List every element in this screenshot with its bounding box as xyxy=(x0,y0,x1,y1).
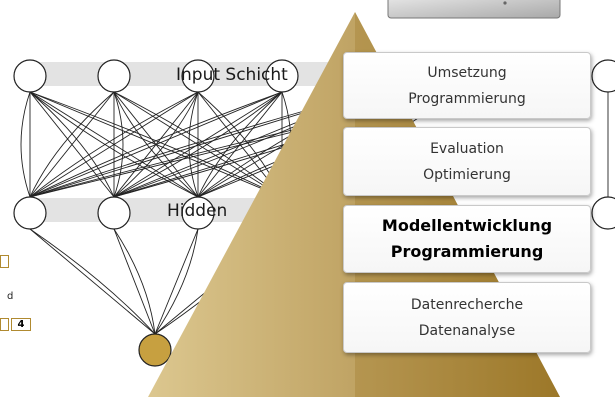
top-device-image xyxy=(387,0,561,19)
input-neuron xyxy=(97,59,131,93)
connection-curve xyxy=(197,91,283,198)
small-label: d xyxy=(7,291,14,302)
connection-curve xyxy=(113,91,124,198)
connection-line xyxy=(29,91,283,198)
connection-line xyxy=(29,228,156,335)
connection-curve xyxy=(29,91,199,198)
output-neuron xyxy=(138,333,172,367)
connection-curve xyxy=(113,228,156,335)
step-line1: Evaluation xyxy=(430,140,504,157)
pyramid-step-umsetzung: Umsetzung Programmierung xyxy=(343,52,591,119)
connection-line xyxy=(154,228,199,335)
step-line2: Datenanalyse xyxy=(418,322,516,339)
connection-curve xyxy=(29,228,156,335)
connection-curve xyxy=(20,91,31,198)
connection-line xyxy=(29,91,199,198)
small-box-left xyxy=(0,318,9,331)
input-neuron xyxy=(591,59,615,93)
pyramid-step-datenrecherche: Datenrecherche Datenanalyse xyxy=(343,282,591,353)
hidden-layer-band xyxy=(30,198,270,222)
connection-curve xyxy=(154,228,199,335)
connection-curve xyxy=(29,91,115,198)
hidden-layer-label: Hidden xyxy=(167,201,228,221)
connection-curve xyxy=(188,91,199,198)
step-line2: Programmierung xyxy=(390,242,544,261)
pyramid-step-evaluation: Evaluation Optimierung xyxy=(343,127,591,196)
small-box-top xyxy=(0,255,9,268)
connection-curve xyxy=(29,91,283,198)
input-neuron xyxy=(265,59,299,93)
small-number-box: 4 xyxy=(11,318,31,331)
connection-line xyxy=(29,91,115,198)
connection-curve xyxy=(113,91,199,198)
connection-curve xyxy=(29,91,115,198)
connection-line xyxy=(113,228,156,335)
hidden-neuron xyxy=(97,196,131,230)
hidden-neuron xyxy=(13,196,47,230)
pyramid-step-modellentwicklung: Modellentwicklung Programmierung xyxy=(343,205,591,273)
connection-curve xyxy=(113,91,283,198)
connection-line xyxy=(113,91,283,198)
hidden-neuron xyxy=(181,196,215,230)
step-line1: Umsetzung xyxy=(427,64,507,81)
connection-line xyxy=(197,91,283,198)
hidden-neuron xyxy=(591,196,615,230)
step-line1: Datenrecherche xyxy=(410,296,524,313)
step-line2: Optimierung xyxy=(423,166,511,183)
step-line2: Programmierung xyxy=(408,90,526,107)
input-neuron xyxy=(13,59,47,93)
step-line1: Modellentwicklung xyxy=(381,216,553,235)
input-neuron xyxy=(181,59,215,93)
input-layer-label: Input Schicht xyxy=(176,65,288,85)
